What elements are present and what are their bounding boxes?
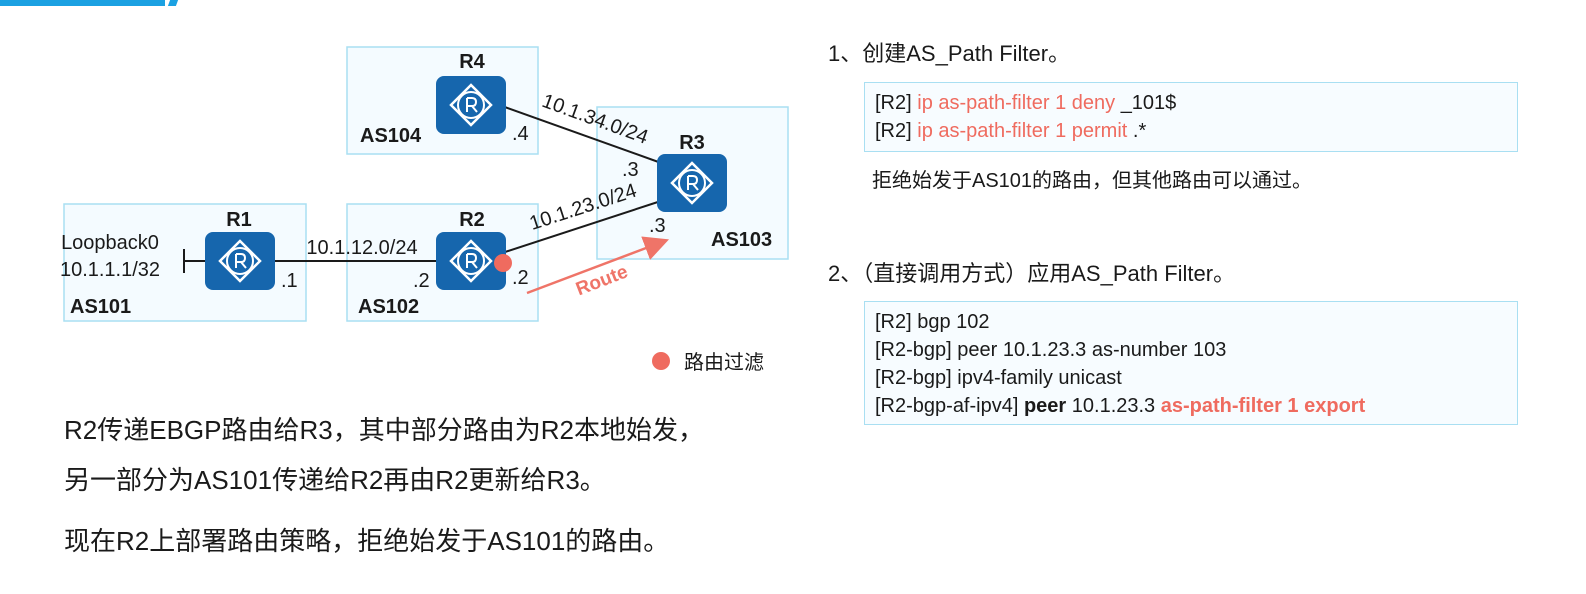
link-r4-r3 xyxy=(501,105,665,165)
iface-r2-left: .2 xyxy=(413,270,430,292)
step1-code-line-1: [R2] ip as-path-filter 1 deny _101$ xyxy=(875,89,1507,117)
step2-code-box: [R2] bgp 102 [R2-bgp] peer 10.1.23.3 as-… xyxy=(864,301,1518,425)
loopback-address: 10.1.1.1/32 xyxy=(60,259,160,281)
as104-label: AS104 xyxy=(360,125,422,147)
step2-code-line-2: [R2-bgp] peer 10.1.23.3 as-number 103 xyxy=(875,339,1227,361)
code-filter: as-path-filter 1 export xyxy=(1160,395,1366,417)
iface-r4: .4 xyxy=(512,123,529,145)
code-command: ip as-path-filter 1 deny xyxy=(917,92,1121,114)
route-filter-legend-dot xyxy=(652,351,670,370)
step2-code-line-3: [R2-bgp] ipv4-family unicast xyxy=(875,367,1122,389)
code-prefix: [R2-bgp-af-ipv4] xyxy=(875,395,1024,417)
router-r3-label: R3 xyxy=(679,132,705,154)
router-r1-label: R1 xyxy=(226,209,252,231)
code-prefix: [R2] xyxy=(875,120,918,142)
route-filter-dot xyxy=(494,254,512,272)
code-argument: _101$ xyxy=(1120,92,1177,114)
step1-title: 1、创建AS_Path Filter。 xyxy=(828,41,1071,66)
as102-label: AS102 xyxy=(358,296,419,318)
router-r1-icon[interactable] xyxy=(203,230,277,292)
network-topology: Route R4 R3 R1 R2 AS104 AS103 AS101 AS10… xyxy=(60,46,789,322)
loopback-name: Loopback0 xyxy=(61,232,159,254)
iface-r1: .1 xyxy=(281,270,298,292)
code-keyword: peer xyxy=(1023,395,1067,417)
router-r3-icon[interactable] xyxy=(655,152,729,214)
legend: 路由过滤 xyxy=(652,346,764,375)
step1-note: 拒绝始发于AS101的路由，但其他路由可以通过。 xyxy=(872,170,1313,192)
step2-title: 2、（直接调用方式）应用AS_Path Filter。 xyxy=(828,261,1236,286)
code-command: ip as-path-filter 1 permit xyxy=(917,120,1133,142)
iface-r2-right: .2 xyxy=(512,267,529,289)
code-address: 10.1.23.3 xyxy=(1066,395,1161,417)
route-label: Route xyxy=(573,261,631,300)
iface-r3-lower: .3 xyxy=(649,215,666,237)
link-r2-r3 xyxy=(501,199,665,254)
description-line-1: R2传递EBGP路由给R3，其中部分路由为R2本地始发， xyxy=(64,415,704,445)
legend-label: 路由过滤 xyxy=(684,352,764,374)
router-r2-label: R2 xyxy=(459,209,485,231)
description-line-2: 另一部分为AS101传递给R2再由R2更新给R3。 xyxy=(64,465,606,495)
code-prefix: [R2] xyxy=(875,92,918,114)
route-arrow xyxy=(526,236,670,295)
step2-code-line-4: [R2-bgp-af-ipv4] peer 10.1.23.3 as-path-… xyxy=(875,392,1507,420)
step2-code-line-1: [R2] bgp 102 xyxy=(875,311,990,333)
subnet-r1-r2: 10.1.12.0/24 xyxy=(306,237,417,259)
router-r4-icon[interactable] xyxy=(434,74,508,136)
description-line-3: 现在R2上部署路由策略，拒绝始发于AS101的路由。 xyxy=(64,526,670,556)
as101-label: AS101 xyxy=(70,296,131,318)
top-accent-bar xyxy=(0,0,165,6)
code-argument: .* xyxy=(1132,120,1147,142)
step1-code-box: [R2] ip as-path-filter 1 deny _101$ [R2]… xyxy=(864,82,1518,152)
iface-r3-upper: .3 xyxy=(622,159,639,181)
router-r4-label: R4 xyxy=(459,51,485,73)
as103-label: AS103 xyxy=(711,229,772,251)
step1-code-line-2: [R2] ip as-path-filter 1 permit .* xyxy=(875,117,1507,145)
